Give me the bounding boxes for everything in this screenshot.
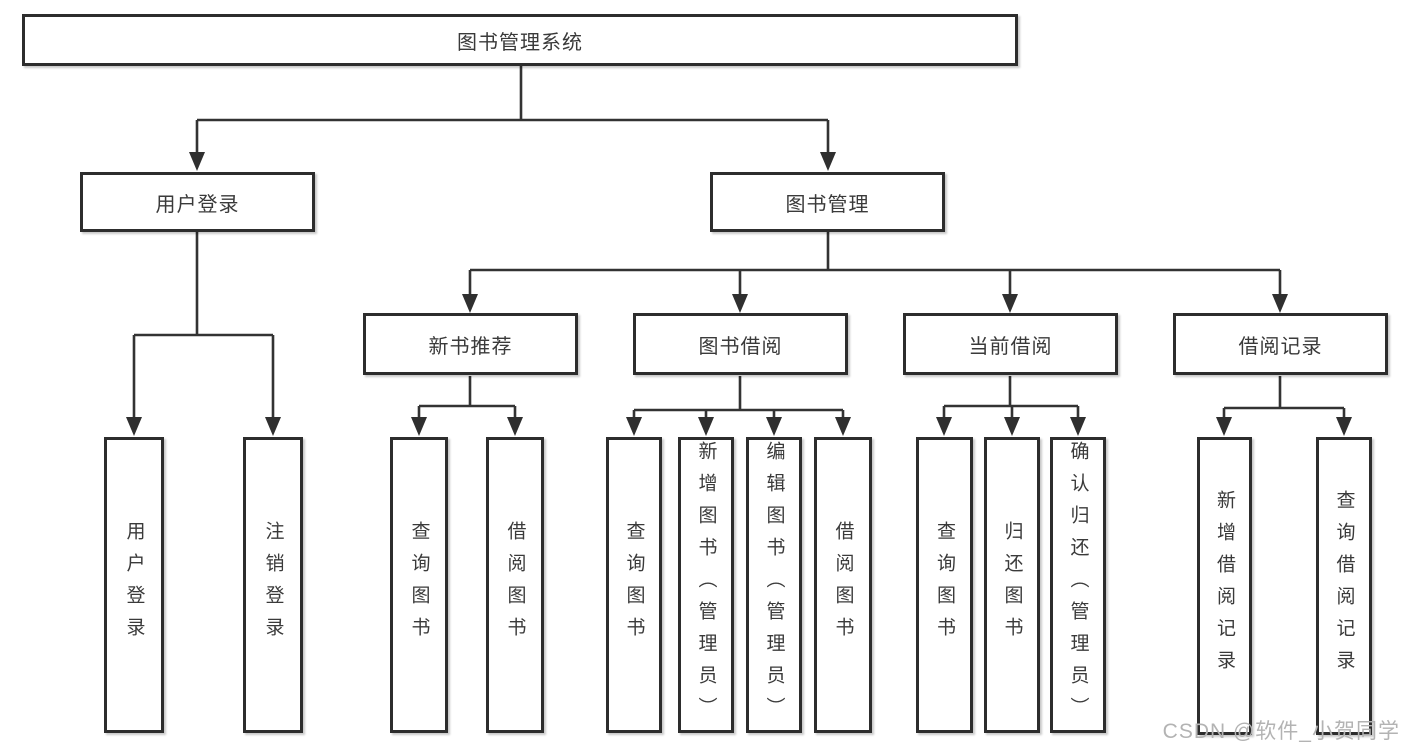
leaf-label: 查询图书 <box>934 521 955 649</box>
leaf-query-books-current: 查询图书 <box>916 437 973 733</box>
arrowhead <box>626 417 642 436</box>
leaf-borrow-books: 借阅图书 <box>814 437 872 733</box>
leaf-add-borrow-record: 新增借阅记录 <box>1197 437 1252 735</box>
leaf-label: 编辑图书（管理员） <box>763 441 785 729</box>
arrowhead <box>1004 417 1020 436</box>
arrowhead <box>936 417 952 436</box>
leaf-label: 注销登录 <box>262 521 284 649</box>
node-new-book-recommend: 新书推荐 <box>363 313 578 375</box>
node-book-borrow: 图书借阅 <box>633 313 848 375</box>
arrowhead <box>1002 294 1018 313</box>
arrowhead <box>1336 417 1352 436</box>
node-library-management-system: 图书管理系统 <box>22 14 1018 66</box>
leaf-confirm-return-admin: 确认归还（管理员） <box>1050 437 1106 733</box>
leaf-query-borrow-record: 查询借阅记录 <box>1316 437 1372 735</box>
leaf-add-books-admin: 新增图书（管理员） <box>678 437 734 733</box>
leaf-return-books: 归还图书 <box>984 437 1040 733</box>
leaf-label: 借阅图书 <box>504 521 526 649</box>
leaf-label: 查询图书 <box>408 521 430 649</box>
node-user-login: 用户登录 <box>80 172 315 232</box>
leaf-label: 查询图书 <box>623 521 645 649</box>
leaf-label: 查询借阅记录 <box>1333 490 1355 682</box>
leaf-label: 借阅图书 <box>832 521 854 649</box>
leaf-edit-books-admin: 编辑图书（管理员） <box>746 437 802 733</box>
arrowhead <box>835 417 851 436</box>
node-current-borrow: 当前借阅 <box>903 313 1118 375</box>
arrowhead <box>1272 294 1288 313</box>
leaf-query-books-borrow: 查询图书 <box>606 437 662 733</box>
arrowhead <box>766 417 782 436</box>
arrowhead <box>698 417 714 436</box>
leaf-user-login: 用户登录 <box>104 437 164 733</box>
leaf-query-books-recommend: 查询图书 <box>390 437 448 733</box>
leaf-label: 新增借阅记录 <box>1214 490 1235 682</box>
arrowhead <box>265 417 281 436</box>
leaf-borrow-books-recommend: 借阅图书 <box>486 437 544 733</box>
arrowhead <box>126 417 142 436</box>
leaf-logout: 注销登录 <box>243 437 303 733</box>
arrowhead <box>462 294 478 313</box>
arrowhead <box>732 294 748 313</box>
arrowhead <box>189 152 205 171</box>
node-book-management: 图书管理 <box>710 172 945 232</box>
leaf-label: 用户登录 <box>123 521 145 649</box>
arrowhead <box>507 417 523 436</box>
arrowhead <box>1216 417 1232 436</box>
leaf-label: 归还图书 <box>1001 521 1023 649</box>
node-borrow-records: 借阅记录 <box>1173 313 1388 375</box>
leaf-label: 确认归还（管理员） <box>1067 441 1089 729</box>
leaf-label: 新增图书（管理员） <box>695 441 717 729</box>
arrowhead <box>411 417 427 436</box>
arrowhead <box>820 152 836 171</box>
arrowhead <box>1070 417 1086 436</box>
